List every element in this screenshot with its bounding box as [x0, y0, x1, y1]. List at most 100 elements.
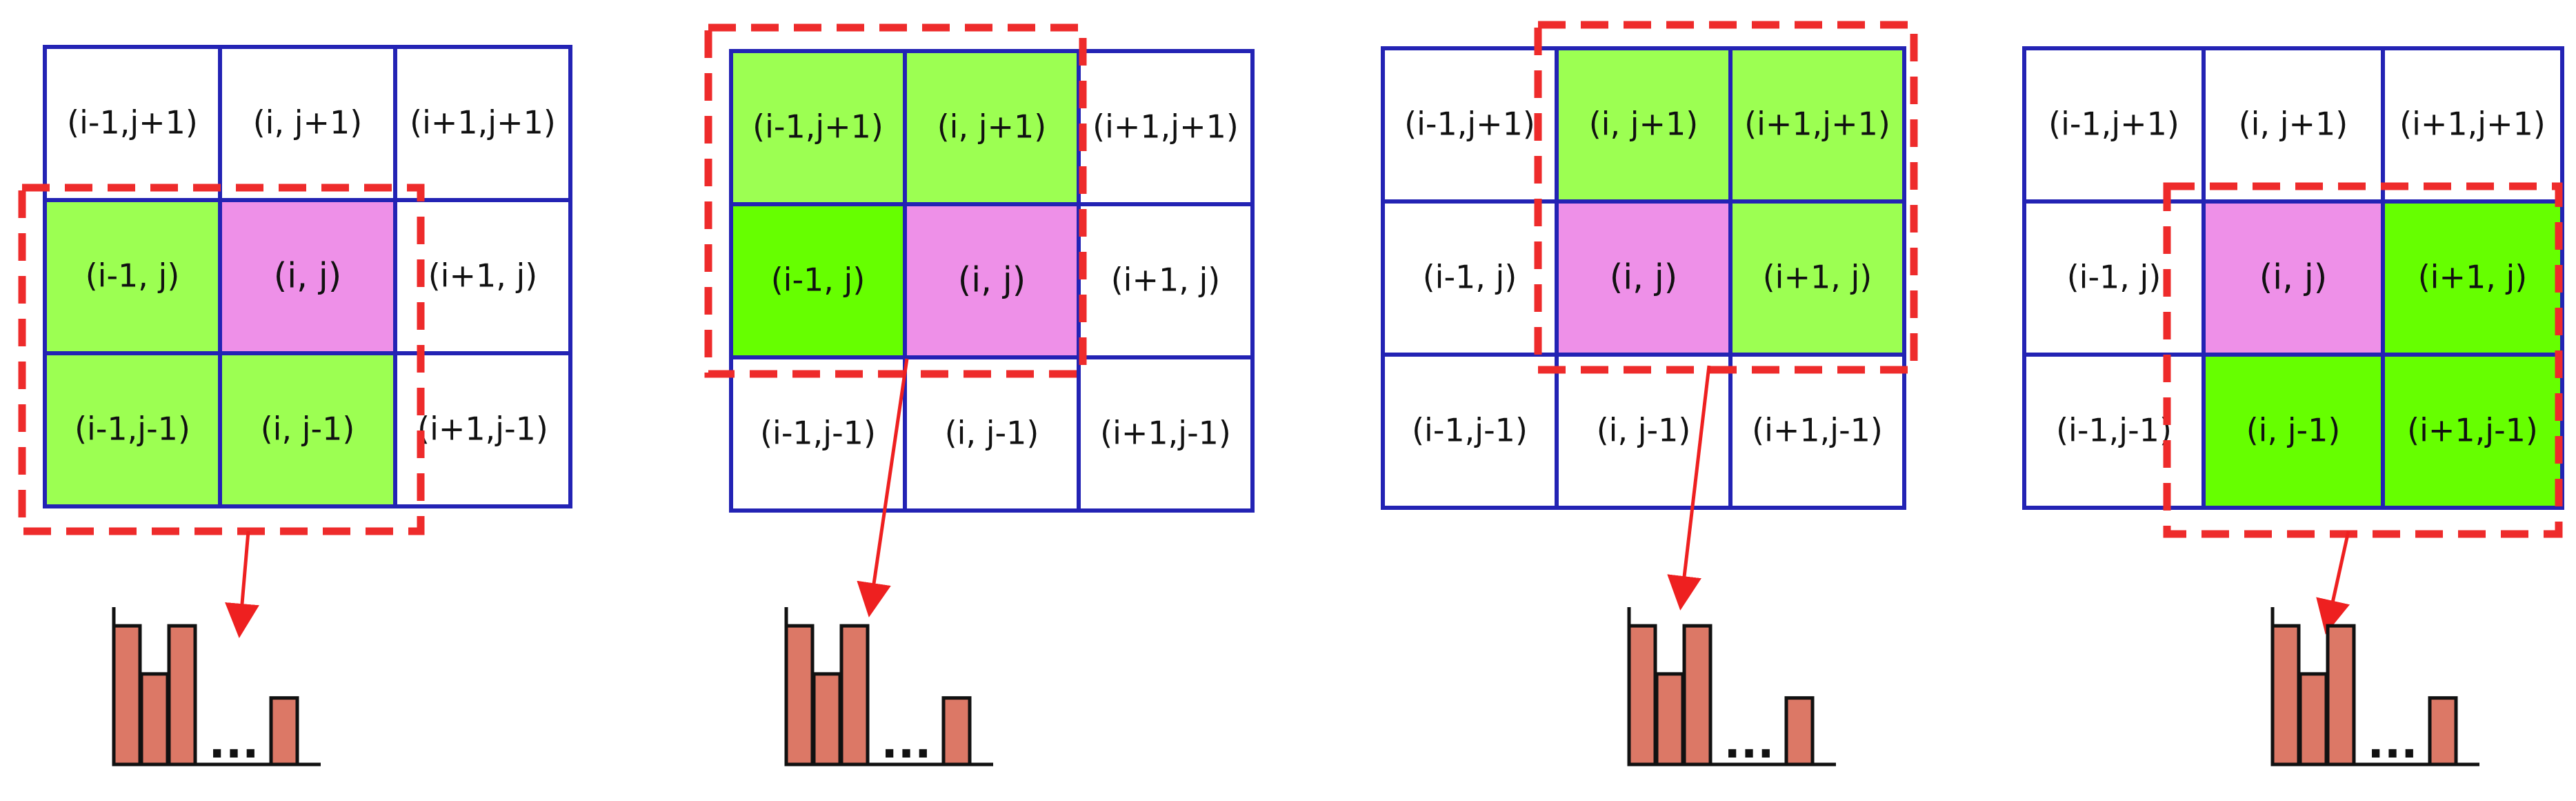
panels: (i-1,j+1) (i, j+1) (i+1,j+1) (i-1, j) (i, j)… — [18, 21, 2564, 769]
cell-label: (i-1, j) — [1423, 259, 1517, 296]
grid-cell — [1077, 355, 1255, 513]
neighborhood-grid: (i-1,j+1) (i, j+1) (i+1,j+1) (i-1, j) (i, j)… — [43, 45, 572, 508]
cell-label: (i, j+1) — [1589, 106, 1699, 143]
selection-window — [704, 23, 1087, 378]
cell-label: (i+1, j) — [2418, 259, 2528, 296]
histogram: ... — [1627, 607, 1836, 769]
cell-label: (i+1, j) — [1763, 259, 1873, 296]
cell-label: (i-1,j+1) — [752, 108, 883, 146]
grid-cell — [1555, 46, 1733, 204]
cell-label: (i+1,j+1) — [1744, 106, 1890, 143]
grid-cell — [43, 351, 222, 508]
cell-label: (i, j-1) — [945, 415, 1039, 452]
histogram-bar — [112, 624, 142, 767]
cell-label: (i, j+1) — [937, 108, 1047, 146]
histogram-bar — [839, 624, 870, 767]
panel-upper-right: (i-1,j+1)(i, j+1)(i+1,j+1)(i-1, j)(i, j)… — [1381, 21, 1918, 769]
cell-label: (i, j+1) — [253, 104, 363, 141]
cell-label: (i-1, j) — [86, 257, 180, 295]
cell-label: (i+1, j) — [428, 257, 538, 295]
cell-label: (i+1,j-1) — [1752, 412, 1883, 449]
histogram-ellipsis: ... — [209, 718, 259, 769]
selection-window — [2163, 182, 2563, 538]
histogram-bar — [2270, 624, 2301, 767]
arrow — [857, 358, 909, 617]
histogram-ellipsis: ... — [881, 718, 932, 769]
grid-cell — [2201, 46, 2385, 204]
cell-label: (i+1,j-1) — [1100, 415, 1231, 452]
grid-cell — [1077, 49, 1255, 206]
cell-label: (i-1, j) — [771, 261, 866, 299]
neighborhood-grid: (i-1,j+1) (i, j+1) (i+1,j+1) (i-1, j) (i, j)… — [729, 49, 1255, 513]
panel-upper-left: (i-1,j+1) (i, j+1) (i+1,j+1) (i-1, j) (i, j)… — [704, 23, 1255, 769]
neighborhood-grid: (i-1,j+1)(i, j+1)(i+1,j+1)(i-1, j)(i, j)… — [1381, 46, 1906, 510]
histogram-bar — [1627, 624, 1657, 767]
grid-cell — [2381, 353, 2564, 510]
grid-cell — [1381, 199, 1559, 357]
histogram-ellipsis: ... — [1724, 718, 1775, 769]
neighborhood-grid: (i-1,j+1) (i, j+1) (i+1,j+1) (i-1, j) (i, j)… — [2022, 46, 2564, 510]
grid-cell — [1728, 353, 1906, 510]
histogram-bar — [941, 696, 972, 767]
histogram: ... — [112, 607, 321, 769]
cell-label: (i, j) — [2259, 257, 2328, 297]
cell-label: (i, j) — [958, 260, 1026, 300]
cell-label: (i, j+1) — [2239, 106, 2348, 143]
panel-lower-left: (i-1,j+1) (i, j+1) (i+1,j+1) (i-1, j) (i, j)… — [18, 45, 572, 769]
grid-cell — [1381, 46, 1559, 204]
histogram-bar — [812, 672, 842, 767]
cell-label: (i-1,j+1) — [67, 104, 198, 141]
histogram-bar — [1682, 624, 1713, 767]
histogram-bar — [167, 624, 197, 767]
arrow — [225, 531, 259, 638]
cell-label: (i-1, j) — [2067, 259, 2161, 296]
grid-cell — [1728, 46, 1906, 204]
grid-cell — [2022, 46, 2206, 204]
cell-label: (i-1,j+1) — [2048, 106, 2179, 143]
grid-cell — [2381, 46, 2564, 204]
grid-cell — [1077, 202, 1255, 359]
cell-label: (i+1,j+1) — [410, 104, 556, 141]
cell-label: (i, j-1) — [261, 411, 355, 448]
cell-label: (i, j) — [274, 256, 342, 296]
histogram: ... — [2270, 607, 2479, 769]
selection-window — [1534, 21, 1918, 374]
cell-label: (i-1,j-1) — [1412, 412, 1528, 449]
histogram-bar — [139, 672, 170, 767]
cell-label: (i+1,j+1) — [1092, 108, 1239, 146]
histogram-bar — [269, 696, 299, 767]
arrow — [1667, 365, 1711, 611]
grid-cell — [2201, 353, 2385, 510]
grid-cell — [1555, 199, 1733, 357]
histogram-bar — [1655, 672, 1685, 767]
cell-label: (i+1,j-1) — [417, 411, 548, 448]
cell-label: (i+1,j-1) — [2407, 412, 2538, 449]
cell-label: (i+1,j+1) — [2399, 106, 2546, 143]
grid-cell — [2381, 199, 2564, 357]
histogram-bar — [784, 624, 815, 767]
grid-cell — [43, 45, 222, 202]
grid-cell — [903, 202, 1081, 359]
cell-label: (i-1,j+1) — [1404, 106, 1535, 143]
grid-cell — [218, 45, 397, 202]
histogram-bar — [1784, 696, 1815, 767]
selection-window — [18, 184, 425, 535]
grid-cell — [218, 351, 397, 508]
cell-label: (i+1, j) — [1111, 261, 1221, 299]
histogram-bar — [2298, 672, 2328, 767]
histogram-bar — [2428, 696, 2458, 767]
histogram-ellipsis: ... — [2368, 718, 2418, 769]
cell-label: (i-1,j-1) — [2056, 412, 2172, 449]
histogram-bar — [2326, 624, 2356, 767]
cell-label: (i, j-1) — [2246, 412, 2341, 449]
arrow — [2316, 531, 2350, 635]
grid-cell — [903, 355, 1081, 513]
grid-cell — [1728, 199, 1906, 357]
cell-label: (i-1,j-1) — [760, 415, 876, 452]
histogram: ... — [784, 607, 993, 769]
panel-lower-right: (i-1,j+1) (i, j+1) (i+1,j+1) (i-1, j) (i, j)… — [2022, 46, 2564, 769]
grid-cell — [1381, 353, 1559, 510]
cell-label: (i, j-1) — [1597, 412, 1691, 449]
cell-label: (i-1,j-1) — [74, 411, 190, 448]
